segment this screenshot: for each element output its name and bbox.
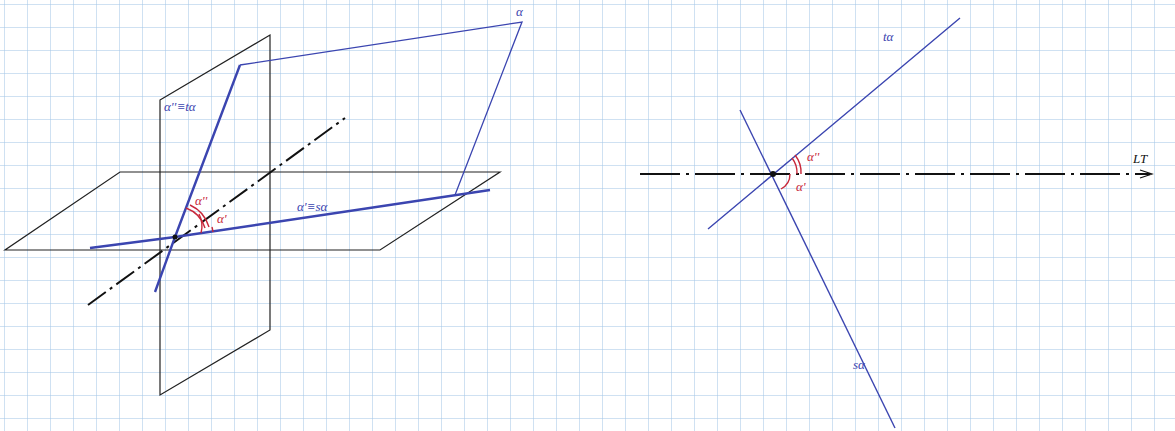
projection-planes — [5, 35, 500, 395]
horizontal-trace — [90, 190, 490, 248]
trace-label: tα — [882, 30, 894, 43]
ground-line — [640, 173, 1150, 175]
ground-line — [88, 118, 345, 305]
angle-label: α' — [216, 212, 228, 225]
trace-point — [770, 171, 776, 177]
angle-label: α' — [795, 180, 807, 193]
vertical-plane — [160, 35, 270, 395]
horizontal-plane — [5, 172, 500, 250]
vertical-trace — [155, 65, 240, 292]
trace-point — [173, 235, 178, 240]
plane-alpha — [90, 22, 522, 292]
plane-name: α — [515, 5, 524, 18]
arrow-tip — [1140, 170, 1152, 178]
trace-label: α'≡sα — [296, 200, 328, 213]
angle-arc — [212, 227, 213, 232]
angle-label: α'' — [806, 150, 820, 163]
trace-label: α''≡tα — [163, 100, 197, 113]
plane-outline — [240, 22, 522, 195]
angle-label: α'' — [194, 194, 208, 207]
angle-arcs — [186, 205, 213, 233]
plane-traces — [708, 18, 960, 428]
angle-arc — [199, 214, 202, 233]
ground-line-label: LT — [1132, 152, 1148, 165]
trace-label: sα — [852, 358, 866, 371]
angle-arc — [792, 158, 797, 174]
angle-arc — [781, 174, 790, 189]
angle-arc — [795, 155, 801, 174]
horizontal-trace — [740, 110, 895, 428]
vertical-trace — [708, 18, 960, 229]
